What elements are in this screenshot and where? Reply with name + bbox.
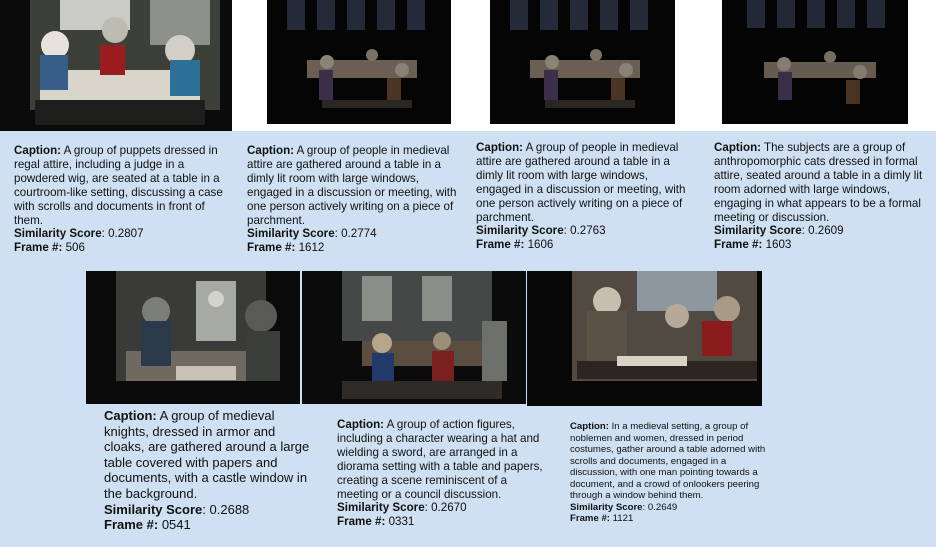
puppet-courtroom-image bbox=[0, 0, 232, 131]
result-caption-block-4: Caption: The subjects are a group of ant… bbox=[714, 141, 930, 252]
caption-text: Caption: In a medieval setting, a group … bbox=[570, 421, 766, 501]
caption-text: Caption: A group of puppets dressed in r… bbox=[14, 144, 223, 227]
result-caption-block-1: Caption: A group of puppets dressed in r… bbox=[14, 144, 228, 255]
frame-number: Frame #: 1603 bbox=[714, 238, 792, 252]
caption-text: Caption: The subjects are a group of ant… bbox=[714, 141, 923, 224]
dim-meeting-room-image bbox=[267, 0, 451, 124]
similarity-score: Similarity Score: 0.2807 bbox=[14, 227, 144, 241]
frame-thumbnail-5 bbox=[86, 271, 300, 404]
similarity-score: Similarity Score: 0.2609 bbox=[714, 224, 844, 238]
caption-text: Caption: A group of action figures, incl… bbox=[337, 418, 543, 501]
frame-thumbnail-6 bbox=[302, 271, 526, 404]
dim-meeting-room-image-2 bbox=[490, 0, 675, 124]
frame-number: Frame #: 506 bbox=[14, 241, 85, 255]
caption-text: Caption: A group of medieval knights, dr… bbox=[104, 408, 310, 501]
result-caption-block-3: Caption: A group of people in medieval a… bbox=[476, 141, 692, 252]
result-panel-3 bbox=[465, 131, 701, 271]
frame-number: Frame #: 1612 bbox=[247, 241, 325, 255]
result-panel-2 bbox=[232, 131, 465, 271]
noblemen-window-image bbox=[527, 271, 762, 406]
frame-number: Frame #: 1121 bbox=[570, 513, 634, 524]
result-panel-1 bbox=[0, 131, 232, 271]
frame-number: Frame #: 0541 bbox=[104, 517, 191, 533]
similarity-score: Similarity Score: 0.2688 bbox=[104, 501, 250, 517]
caption-text: Caption: A group of people in medieval a… bbox=[247, 144, 457, 227]
frame-thumbnail-2 bbox=[267, 0, 451, 124]
result-caption-block-2: Caption: A group of people in medieval a… bbox=[247, 144, 461, 255]
frame-thumbnail-7 bbox=[527, 271, 762, 406]
frame-number: Frame #: 0331 bbox=[337, 515, 415, 529]
result-caption-block-6: Caption: A group of action figures, incl… bbox=[337, 418, 551, 529]
result-caption-block-5: Caption: A group of medieval knights, dr… bbox=[104, 408, 312, 533]
frame-thumbnail-4 bbox=[722, 0, 908, 124]
similarity-score: Similarity Score: 0.2670 bbox=[337, 501, 467, 515]
caption-text: Caption: A group of people in medieval a… bbox=[476, 141, 686, 224]
frame-thumbnail-3 bbox=[490, 0, 675, 124]
knights-table-image bbox=[86, 271, 300, 404]
action-figures-diorama-image bbox=[302, 271, 526, 404]
similarity-score: Similarity Score: 0.2763 bbox=[476, 224, 606, 238]
dim-meeting-room-image-3 bbox=[722, 0, 908, 124]
similarity-score: Similarity Score: 0.2774 bbox=[247, 227, 377, 241]
result-panel-4 bbox=[701, 131, 936, 271]
frame-thumbnail-1 bbox=[0, 0, 232, 131]
result-caption-block-7: Caption: In a medieval setting, a group … bbox=[570, 421, 770, 525]
frame-number: Frame #: 1606 bbox=[476, 238, 554, 252]
similarity-score: Similarity Score: 0.2649 bbox=[570, 501, 678, 513]
